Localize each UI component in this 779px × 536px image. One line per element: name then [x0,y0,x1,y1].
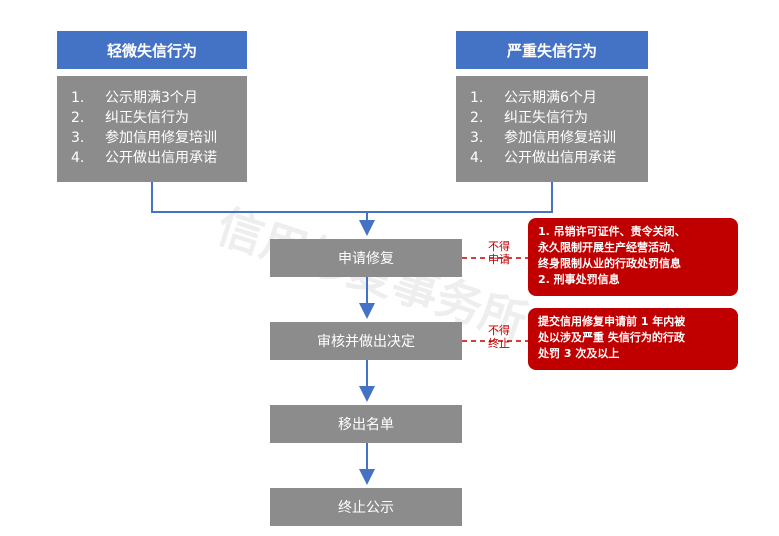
list-item: 4.公开做出信用承诺 [470,150,616,166]
step-review-decide: 审核并做出决定 [270,322,462,360]
callout-apply-restrictions: 1. 吊销许可证件、责令关闭、 永久限制开展生产经营活动、 终身限制从业的行政处… [528,218,738,296]
list-item: 2.纠正失信行为 [71,110,189,126]
minor-dishonesty-header: 轻微失信行为 [57,31,247,69]
list-item: 3.参加信用修复培训 [470,130,616,146]
reject-label-apply: 不得 申请 [488,240,510,266]
right-branch-line [367,182,553,213]
step-remove-from-list: 移出名单 [270,405,462,443]
list-item: 2.纠正失信行为 [470,110,588,126]
list-item: 4.公开做出信用承诺 [71,150,217,166]
reject-label-review: 不得 终止 [488,324,510,350]
callout-review-restrictions: 提交信用修复申请前 1 年内被 处以涉及严重 失信行为的行政 处罚 3 次及以上 [528,308,738,370]
step-apply-repair: 申请修复 [270,239,462,277]
list-item: 3.参加信用修复培训 [71,130,217,146]
serious-dishonesty-conditions: 1.公示期满6个月 2.纠正失信行为 3.参加信用修复培训 4.公开做出信用承诺 [456,76,648,182]
list-item: 1.公示期满3个月 [71,90,198,106]
list-item: 1.公示期满6个月 [470,90,597,106]
minor-dishonesty-conditions: 1.公示期满3个月 2.纠正失信行为 3.参加信用修复培训 4.公开做出信用承诺 [57,76,247,182]
left-branch-line [151,182,367,213]
step-terminate-disclosure: 终止公示 [270,488,462,526]
serious-dishonesty-header: 严重失信行为 [456,31,648,69]
